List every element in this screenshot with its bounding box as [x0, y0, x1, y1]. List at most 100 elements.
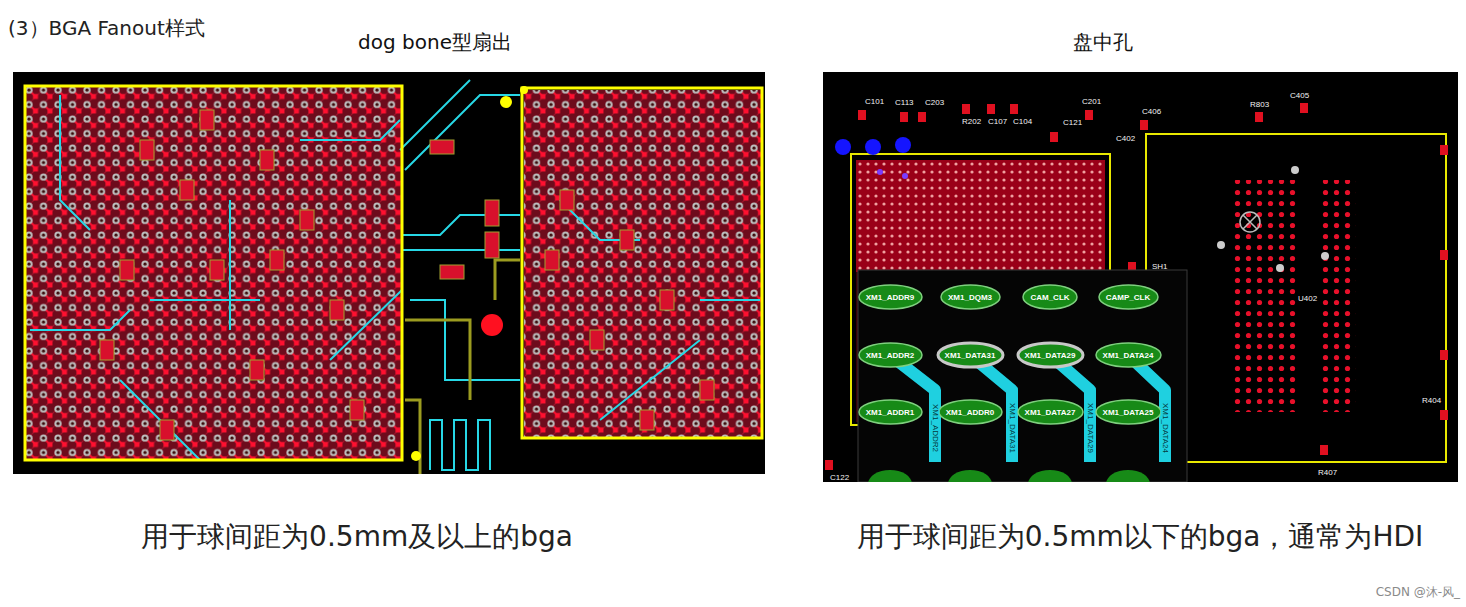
capacitor — [440, 265, 464, 279]
pad-shape — [1018, 400, 1083, 424]
wide-trace — [405, 320, 470, 400]
smd-pad — [987, 104, 995, 114]
hdi-board — [895, 137, 911, 153]
hdi-board — [1321, 252, 1329, 260]
net-name: CAM_CLK — [1030, 293, 1069, 302]
smd-pad — [1255, 112, 1263, 122]
capacitor — [485, 232, 499, 258]
dogbone-board — [13, 72, 765, 474]
outline-marker — [411, 451, 421, 461]
hdi-board — [1291, 166, 1299, 174]
refdes: C203 — [925, 98, 944, 107]
net-name: XM1_DATA24 — [1103, 351, 1154, 360]
pcb-panel: dog bone型扇出 — [13, 72, 765, 474]
capacitor — [210, 260, 224, 280]
refdes: C107 — [988, 117, 1007, 126]
pad-shape — [1099, 285, 1158, 309]
net-name: XM1_DATA27 — [1025, 408, 1076, 417]
refdes: C201 — [1082, 97, 1101, 106]
capacitor — [100, 340, 114, 360]
refdes: C121 — [1063, 118, 1082, 127]
panel-heading: 盘中孔 — [1073, 29, 1133, 56]
hdi-board — [1146, 134, 1446, 462]
refdes: R407 — [1318, 468, 1337, 477]
bga-pad: XM1_ADDR9 — [857, 283, 924, 311]
pad-shape — [1096, 400, 1161, 424]
bga-pad: XM1_DATA31 — [936, 341, 1005, 369]
capacitor — [620, 230, 634, 250]
capacitor — [545, 250, 559, 270]
wide-trace — [495, 260, 520, 300]
smd-pad — [1010, 104, 1018, 114]
capacitor — [160, 420, 174, 440]
smd-pad — [858, 110, 866, 120]
hdi-board — [1276, 264, 1284, 272]
copper-trace — [405, 95, 520, 170]
capacitor — [700, 380, 714, 400]
bga-pad: XM1_DATA29 — [1016, 341, 1085, 369]
panel-heading: dog bone型扇出 — [358, 29, 512, 56]
capacitor — [120, 260, 134, 280]
caption: 用于球间距为0.5mm以下的bga，通常为HDI — [857, 518, 1424, 556]
slide-title: (3）BGA Fanout样式 — [8, 15, 205, 42]
capacitor — [100, 110, 714, 440]
watermark: CSDN @沐-风_ — [1376, 584, 1460, 601]
capacitor — [660, 290, 674, 310]
net-name: XM1_ADDR2 — [866, 351, 914, 360]
smd-pad — [1320, 445, 1328, 455]
fanout-trace — [890, 355, 1165, 462]
capacitor — [270, 250, 284, 270]
capacitor — [350, 400, 364, 420]
copper-trace — [600, 340, 700, 420]
bga-pad: XM1_DATA25 — [1094, 398, 1163, 426]
net-name: XM1_ADDR1 — [866, 408, 914, 417]
bga-pad: CAMP_CLK — [1097, 283, 1160, 311]
refdes: C402 — [1116, 134, 1135, 143]
hdi-board — [1243, 215, 1257, 229]
pad-shape — [1023, 285, 1077, 309]
refdes: C113 — [895, 98, 914, 107]
refdes: C405 — [1290, 91, 1309, 100]
bga-pad: CAM_CLK — [1021, 283, 1079, 311]
copper-trace — [402, 215, 520, 235]
smd-pad — [1300, 103, 1308, 113]
smd-pad — [825, 460, 833, 470]
refdes: SH1 — [1152, 262, 1168, 271]
pcb-panel: 盘中孔XM1_ADDR9XM1_DQM3CAM_CLKCAMP_CLKXM1_A… — [823, 72, 1458, 482]
outline-marker — [520, 86, 528, 94]
pad-shape — [1096, 343, 1161, 367]
capacitor — [140, 140, 154, 160]
copper-trace — [60, 95, 90, 230]
zoom-inset — [858, 270, 1187, 482]
trace-net-name: XM1_DATA24 — [1161, 401, 1170, 455]
copper-trace — [430, 420, 490, 470]
refdes: C104 — [1013, 117, 1032, 126]
pad-shape — [941, 285, 1000, 309]
hdi-board — [823, 72, 1458, 482]
caption: 用于球间距为0.5mm及以上的bga — [141, 518, 573, 556]
trace-net-name: XM1_DATA29 — [1086, 401, 1095, 455]
pad-shape — [859, 400, 922, 424]
capacitor — [485, 200, 499, 226]
smd-pad — [1085, 110, 1093, 120]
copper-trace — [30, 310, 130, 330]
hdi-board — [1240, 212, 1260, 232]
copper-trace — [330, 290, 402, 360]
copper-trace — [410, 300, 520, 380]
bga-pad: XM1_DATA24 — [1094, 341, 1163, 369]
refdes: R803 — [1250, 100, 1269, 109]
smd-pad — [1440, 410, 1448, 420]
zoom-inset — [948, 470, 992, 482]
capacitor — [260, 150, 274, 170]
bga-pad: XM1_ADDR0 — [937, 398, 1004, 426]
smd-pad — [918, 112, 926, 122]
refdes: R404 — [1422, 396, 1441, 405]
smd-pad — [900, 112, 908, 122]
hdi-board — [1318, 180, 1356, 412]
hdi-board — [865, 139, 881, 155]
copper-trace — [300, 120, 400, 140]
net-name: XM1_DATA31 — [945, 351, 996, 360]
